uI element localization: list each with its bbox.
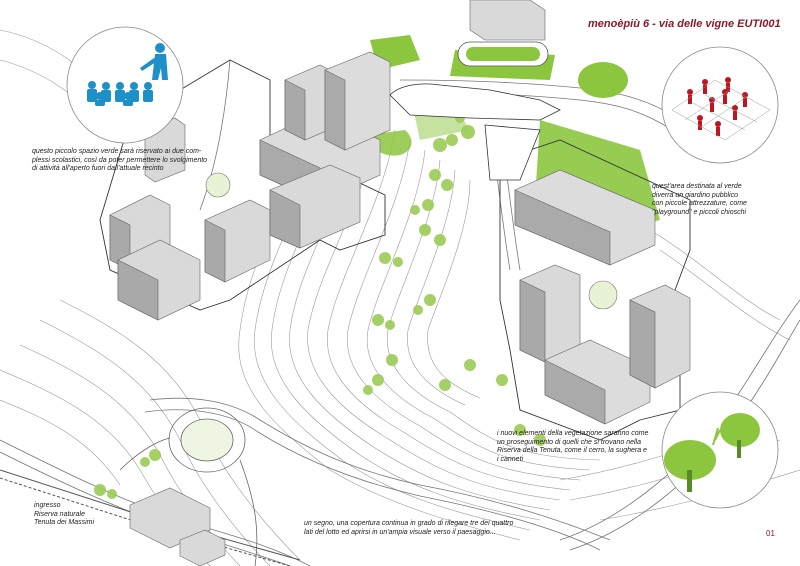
students-figures	[87, 43, 168, 106]
note-entrance: ingresso Riserva naturale Tenuta dei Mas…	[34, 502, 134, 528]
note-line: ingresso	[34, 502, 61, 509]
page-number: 01	[766, 529, 775, 538]
note-line: con piccole attrezzature, come	[652, 200, 747, 208]
roundabout-south	[119, 407, 258, 566]
note-line: diverrà un giardino pubblico	[652, 191, 738, 199]
playground-figures	[687, 77, 748, 136]
note-line: quest'area destinata al verde	[652, 183, 742, 190]
note-line: "playground" e piccoli chioschi	[652, 208, 747, 216]
note-line: lati del lotto ed aprirsi in un'ampia vi…	[304, 528, 496, 536]
note-line: i canneti	[497, 455, 524, 463]
note-line: Tenuta dei Massimi	[34, 519, 95, 527]
tree-clusters	[94, 102, 546, 499]
vegetation-trees	[664, 413, 760, 492]
roof-canopy	[389, 83, 561, 181]
note-garden-area: quest'area destinata al verde diverrà un…	[652, 183, 792, 217]
sports-track	[457, 41, 549, 67]
note-line: i nuovi elementi della vegetazione saran…	[497, 430, 649, 437]
note-school-area: questo piccolo spazio verde sarà riserva…	[32, 148, 232, 174]
note-line: Riserva della Tenuta, come il cerro, la …	[497, 447, 647, 455]
playground-grid	[671, 79, 771, 141]
note-line: plessi scolastici, così da poter permett…	[32, 156, 208, 164]
note-line: un proseguimento di quelli che si trovan…	[497, 438, 641, 446]
note-roof: un segno, una copertura continua in grad…	[304, 520, 544, 537]
buildings	[109, 0, 691, 566]
note-vegetation: i nuovi elementi della vegetazione saran…	[497, 430, 667, 464]
page-title: menoèpiù 6 - via delle vigne EUTI001	[588, 18, 781, 30]
note-line: questo piccolo spazio verde sarà riserva…	[32, 148, 202, 155]
note-line: Riserva naturale	[34, 510, 85, 518]
note-line: di attività all'aperto fuori dall'attual…	[32, 165, 164, 173]
note-line: un segno, una copertura continua in grad…	[304, 520, 514, 527]
